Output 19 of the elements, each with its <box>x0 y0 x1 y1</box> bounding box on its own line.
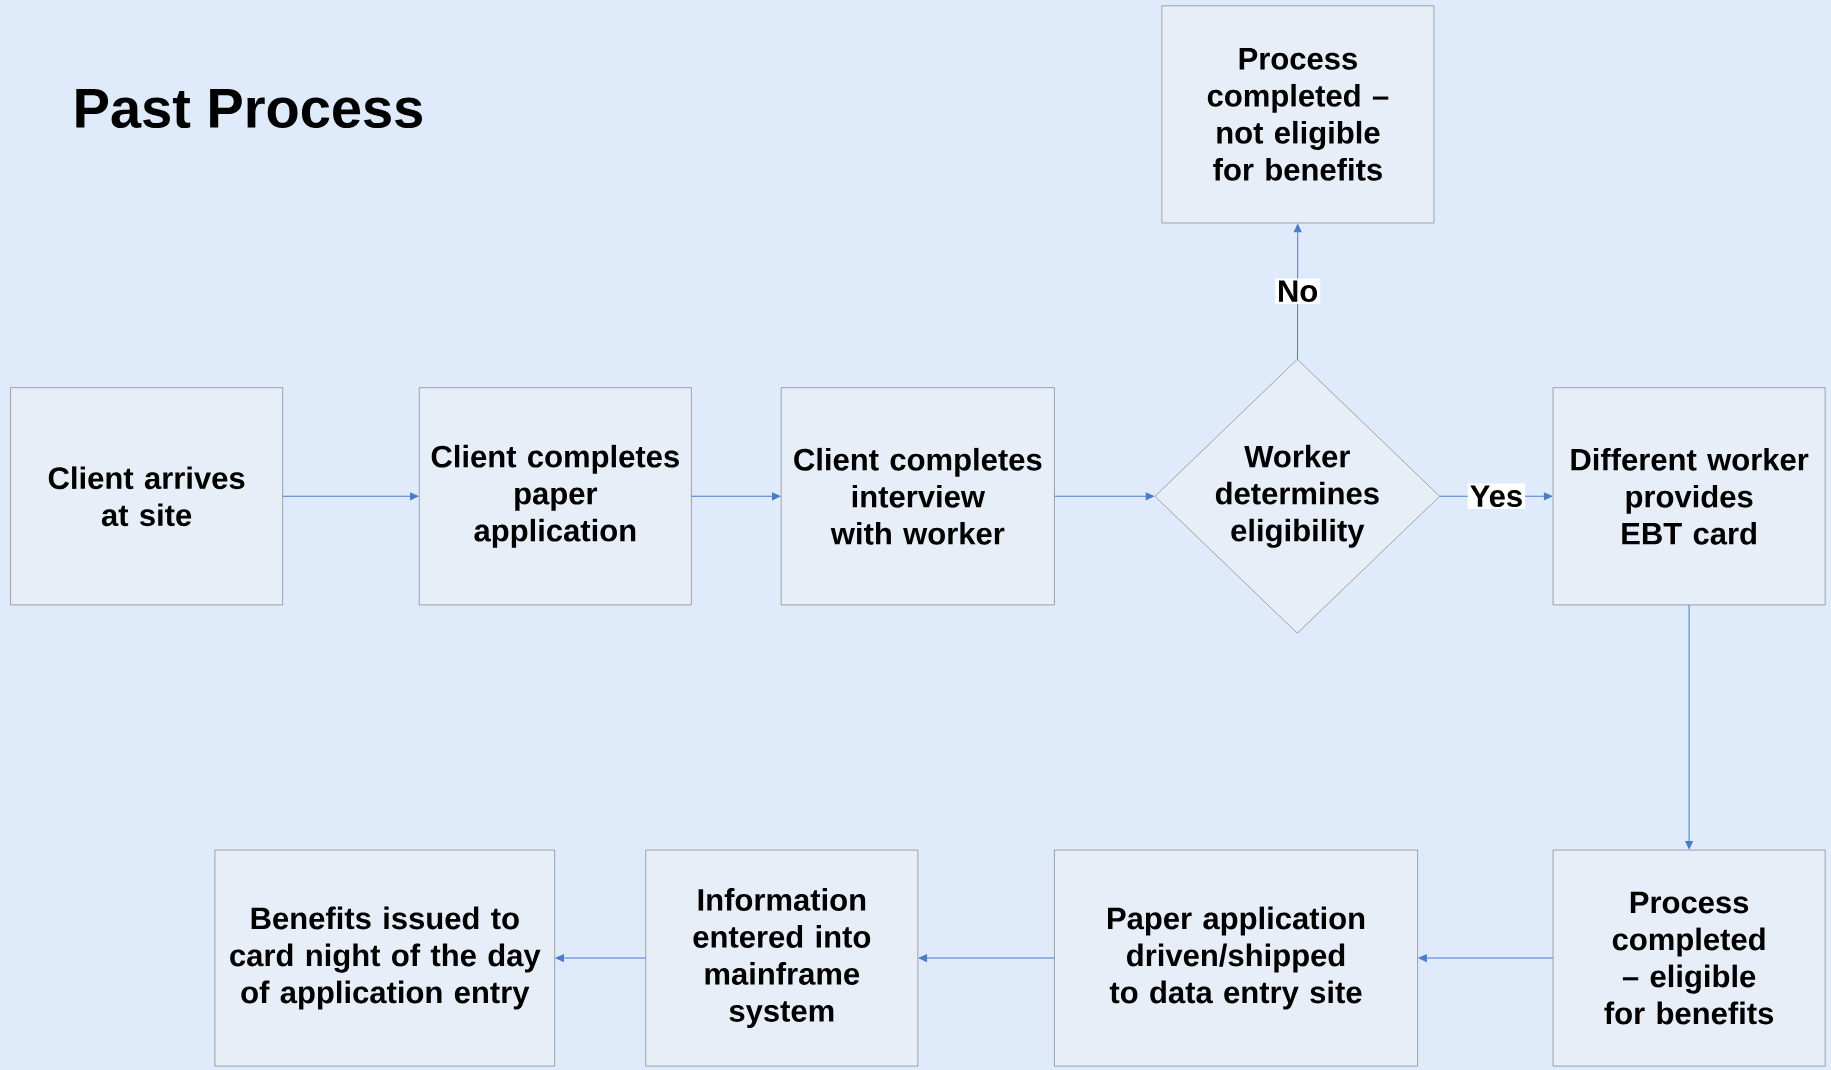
process-box: Benefits issued to card night of the day of application entry <box>214 849 555 1067</box>
arrow <box>1418 954 1554 962</box>
process-box: Paper application driven/shipped to data entry site <box>1054 849 1418 1067</box>
process-box: Process completed – eligible for benefits <box>1552 849 1826 1067</box>
process-box: Process completed – not eligible for benefits <box>1161 5 1435 224</box>
arrow <box>1054 492 1154 501</box>
arrow <box>555 954 647 962</box>
arrow <box>691 492 781 501</box>
process-box: Client arrives at site <box>10 387 283 606</box>
edge-label: No <box>1274 278 1321 305</box>
arrow <box>282 492 419 501</box>
process-box: Client completes interview with worker <box>781 387 1055 606</box>
process-box: Client completes paper application <box>419 387 692 606</box>
arrow <box>918 954 1055 962</box>
process-box: Information entered into mainframe system <box>645 849 919 1067</box>
arrow <box>1685 604 1693 850</box>
edge-label: Yes <box>1467 483 1526 510</box>
title: Past Process <box>76 89 422 129</box>
process-box: Different worker provides EBT card <box>1552 387 1826 606</box>
